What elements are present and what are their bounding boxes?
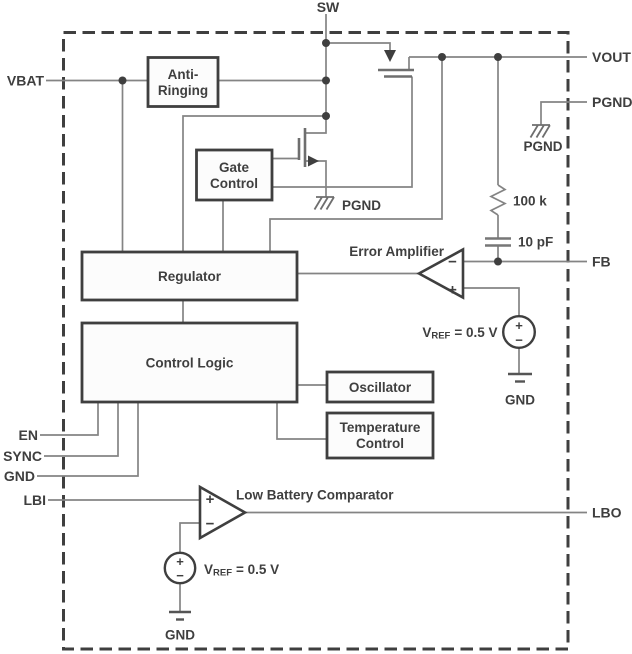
pgnd-pin-wire	[540, 101, 587, 125]
junction-dot-sw-bottom	[322, 112, 330, 120]
pin-label-fb: FB	[592, 254, 611, 270]
pin-labels: SW VBAT EN SYNC GND LBI VOUT PGND FB LBO	[3, 0, 632, 521]
nmos-source-arrow-icon	[308, 155, 319, 167]
ic-boundary-dashed-box	[62, 31, 570, 651]
vref-comparator-minus-sign: −	[176, 568, 184, 583]
comparator-plus-sign: +	[206, 491, 215, 508]
control-logic-label: Control Logic	[146, 356, 234, 371]
pin-label-lbi: LBI	[23, 492, 46, 508]
gate-control-block	[195, 148, 274, 202]
regulator-block	[80, 250, 299, 302]
vref-source-comparator-icon	[163, 551, 197, 585]
vref-error-amp-label: VREF= 0.5 V	[422, 325, 497, 342]
pin-label-en: EN	[19, 427, 38, 443]
temperature-control-block	[325, 411, 435, 460]
capacitor-value-label: 10 pF	[518, 235, 553, 250]
pmos-transistor-icon	[378, 50, 414, 78]
oscillator-block	[325, 370, 435, 404]
junction-dots	[118, 39, 502, 266]
oscillator-label: Oscillator	[349, 380, 412, 395]
vref-comparator-plus-sign: +	[176, 554, 184, 569]
pin-label-sync: SYNC	[3, 448, 42, 464]
error-amp-minus-sign: −	[448, 254, 457, 271]
vref-error-amp-plus-sign: +	[515, 318, 523, 333]
pin-label-vout: VOUT	[592, 49, 631, 65]
low-battery-comparator-label: Low Battery Comparator	[236, 488, 394, 503]
pgnd-right-label: PGND	[523, 139, 562, 154]
error-amp-plus-sign: +	[448, 282, 457, 299]
resistor-value-label: 100 k	[513, 194, 547, 209]
gnd-error-amp-label: GND	[505, 393, 535, 408]
control-logic-to-temperature-wire	[276, 402, 327, 440]
junction-dot-vbat	[118, 76, 127, 85]
low-battery-comparator-triangle-icon	[198, 484, 248, 541]
temperature-control-label-line1: Temperature	[340, 420, 421, 435]
en-pin-wire	[40, 402, 99, 436]
regulator-label: Regulator	[158, 269, 222, 284]
temperature-control-label-line2: Control	[356, 436, 404, 451]
anti-ringing-label-line2: Ringing	[158, 83, 208, 98]
pin-label-gnd: GND	[4, 468, 35, 484]
vref-source-error-amp-icon	[502, 315, 537, 350]
wires	[37, 14, 587, 612]
pin-label-lbo: LBO	[592, 505, 622, 521]
pin-label-sw: SW	[317, 0, 340, 15]
comparator-minus-sign: −	[206, 516, 215, 533]
error-amplifier-label: Error Amplifier	[349, 244, 445, 259]
anti-ringing-block	[146, 56, 220, 108]
gate-control-label-line1: Gate	[219, 160, 250, 175]
control-logic-block	[80, 321, 299, 404]
pgnd-ground-symbol-switch	[313, 196, 335, 210]
junction-dot-vout-resistor	[494, 53, 502, 61]
error-amplifier-triangle-icon	[416, 247, 465, 300]
gnd-symbol-comparator	[169, 610, 191, 621]
gnd-symbol-error-amp	[508, 372, 532, 383]
gate-control-to-pmos-gate-wire	[272, 76, 413, 188]
vref-comparator-label: VREF= 0.5 V	[204, 562, 279, 579]
junction-dot-fb	[494, 257, 502, 266]
resistor-100k-icon	[489, 184, 507, 216]
sync-pin-wire	[44, 402, 119, 457]
junction-dot-sw-antiringing	[322, 76, 330, 85]
function-blocks: Anti- Ringing Gate Control Regulator Con…	[80, 56, 435, 460]
nmos-drain-wire	[305, 116, 327, 134]
junction-dot-vout-sense	[438, 53, 446, 61]
pgnd-ground-symbol-right	[529, 124, 551, 138]
pmos-source-arrow-icon	[384, 50, 396, 62]
gnd-comparator-label: GND	[165, 628, 195, 643]
pin-label-pgnd: PGND	[592, 94, 632, 110]
nmos-transistor-icon	[297, 128, 319, 167]
junction-dot-sw-top	[322, 39, 330, 47]
error-amp-plus-input-wire	[463, 287, 520, 316]
pin-label-vbat: VBAT	[7, 73, 45, 89]
vout-sense-to-regulator-wire	[269, 57, 443, 252]
regulator-to-sw-node-wire	[182, 115, 326, 252]
capacitor-10pf-icon	[485, 237, 511, 247]
gate-control-label-line2: Control	[210, 176, 258, 191]
vref-error-amp-minus-sign: −	[515, 333, 523, 348]
sw-to-pmos-source-wire	[326, 42, 391, 51]
anti-ringing-label-line1: Anti-	[168, 67, 199, 82]
pgnd-switch-label: PGND	[342, 198, 381, 213]
gnd-pin-wire	[37, 402, 139, 477]
comparator-minus-input-wire	[179, 522, 200, 553]
